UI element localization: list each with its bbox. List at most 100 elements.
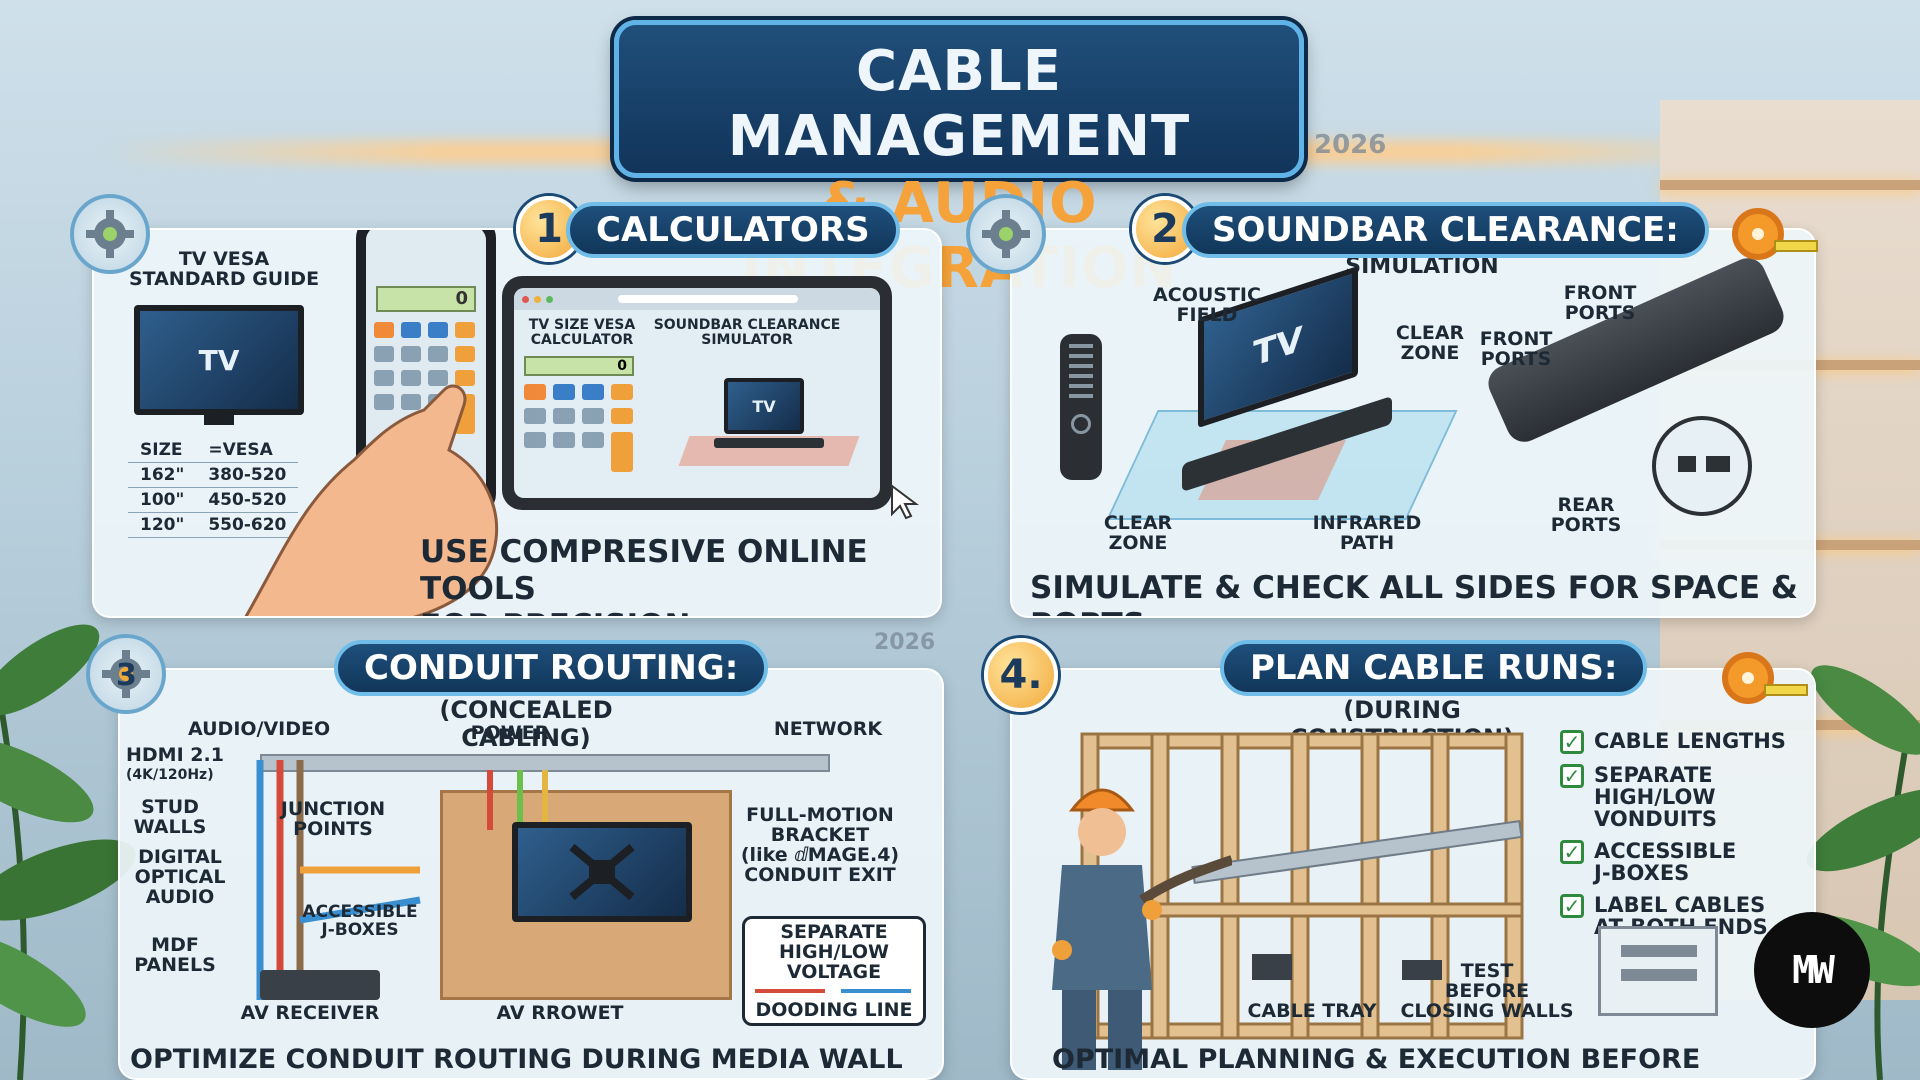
infrared-path-label: INFRARED PATH	[1312, 512, 1422, 554]
panel1-heading: CALCULATORS	[566, 202, 900, 258]
checklist-item-label: SEPARATE HIGH/LOW VONDUITS	[1594, 763, 1718, 832]
panel3-heading: CONDUIT ROUTING:	[334, 640, 769, 696]
checkbox-checked-icon: ✓	[1560, 840, 1584, 865]
checklist-item-label: CABLE LENGTHS	[1594, 729, 1786, 753]
checklist-item: ✓ CABLE LENGTHS	[1560, 729, 1814, 754]
soundbar-sim-tv-label: TV	[1253, 318, 1303, 376]
table-cell: 100"	[128, 487, 197, 513]
table-cell: 162"	[128, 462, 197, 488]
checklist-item: ✓ ACCESSIBLE J-BOXES	[1560, 839, 1814, 886]
remote-control-illustration	[1060, 334, 1102, 480]
stud-walls-label: STUD WALLS	[133, 796, 207, 838]
checklist-item: ✓LABEL CABLES AT BOTH ENDS	[1560, 894, 1814, 938]
separate-voltage-callout: SEPARATE HIGH/LOW VOLTAGE DOODING LINE	[742, 916, 926, 1026]
panel2-heading: SOUNDBAR CLEARANCE:	[1182, 202, 1709, 258]
mdf-panels-label: MDF PANELS	[134, 934, 216, 976]
hdmi-spec-label: (4K/120Hz)	[126, 767, 214, 783]
cable-routing-lines	[256, 760, 548, 1000]
checklist-item-label: ACCESSIBLE J-BOXES	[1594, 839, 1737, 886]
tablet-tv-illustration: TV	[724, 378, 804, 434]
table-header-size: SIZE	[128, 438, 197, 463]
separate-voltage-label: SEPARATE HIGH/LOW VOLTAGE	[779, 921, 889, 983]
checklist-item: ✓ SEPARATE HIGH/LOW VONDUITS	[1560, 763, 1814, 832]
dooding-line-label: DOODING LINE	[755, 999, 913, 1021]
tv-stand	[204, 415, 234, 425]
step-number-badge: 4.	[984, 638, 1058, 712]
cable-tray-label: CABLE TRAY	[1247, 1000, 1377, 1022]
test-before-closing-label: TEST BEFORE CLOSING WALLS	[1400, 960, 1574, 1022]
gear-icon	[70, 194, 150, 274]
power-label: POWER	[470, 722, 550, 744]
hand-pointing-illustration	[244, 384, 499, 616]
tablet-calculator-keypad	[524, 384, 633, 472]
panel1-caption: USE COMPRESIVE ONLINE TOOLS FOR PRECISIO…	[420, 534, 868, 616]
av-receiver-illustration	[260, 970, 380, 1000]
year-mark: 2026	[1314, 130, 1387, 160]
av-grommet-label: AV RROWET	[496, 1002, 624, 1024]
tablet-tool-vesa-title: TV SIZE VESA CALCULATOR	[528, 317, 636, 348]
panel-soundbar-clearance: SIMULATION TV ACOUSTIC FIELD CLEAR ZONE …	[1010, 228, 1816, 618]
clear-zone-label-bottom: CLEAR ZONE	[1103, 512, 1173, 554]
clear-zone-label-top: CLEAR ZONE	[1395, 322, 1465, 364]
table-cell: 450-520	[196, 487, 299, 513]
panel3-caption: OPTIMIZE CONDUIT ROUTING DURING MEDIA WA…	[130, 1044, 903, 1078]
table-row: 120" 550-620	[128, 512, 299, 538]
step-number-badge: 3	[116, 658, 137, 693]
acoustic-field-label: ACOUSTIC FIELD	[1153, 284, 1261, 326]
wall-mounted-tv	[512, 822, 692, 922]
panel4-heading: PLAN CABLE RUNS:	[1220, 640, 1648, 696]
junction-points-label: JUNCTION POINTS	[280, 798, 386, 840]
gear-icon	[86, 634, 166, 714]
bracket-icon	[569, 843, 635, 901]
tape-measure-icon	[1722, 652, 1774, 704]
tv-label: TV	[198, 343, 240, 377]
step-number-badge: 2	[1132, 196, 1198, 262]
construction-worker-illustration	[1052, 788, 1232, 1070]
audio-video-label: AUDIO/VIDEO	[188, 718, 331, 740]
panel2-subtitle: SIMULATION	[1345, 254, 1499, 279]
checkbox-checked-icon: ✓	[1560, 894, 1584, 919]
checkbox-checked-icon: ✓	[1560, 764, 1584, 788]
accessible-jboxes-label: ACCESSIBLE J-BOXES	[302, 902, 418, 940]
table-cell: 550-620	[196, 512, 299, 538]
tape-strip	[1764, 684, 1808, 696]
table-row: 100" 450-520	[128, 487, 299, 513]
vesa-guide-title: TV VESA STANDARD GUIDE	[128, 248, 320, 290]
av-receiver-label: AV RECEIVER	[240, 1002, 380, 1024]
main-title-banner: CABLE MANAGEMENT & AUDIO INTEGRATION	[614, 20, 1304, 301]
panel3-subtitle: (CONCEALED CABLING)	[439, 696, 613, 752]
rear-ports-label: REAR PORTS	[1550, 494, 1622, 536]
cable-runs-checklist: ✓ CABLE LENGTHS ✓ SEPARATE HIGH/LOW VONDUI…	[1560, 729, 1814, 948]
tablet-soundbar-illustration	[714, 438, 824, 448]
title-line-1: CABLE MANAGEMENT	[727, 39, 1191, 169]
table-cell: 120"	[128, 512, 197, 538]
hdmi-label: HDMI 2.1	[126, 744, 224, 766]
checkbox-checked-icon: ✓	[1560, 730, 1584, 754]
front-ports-label-2: FRONT PORTS	[1479, 328, 1553, 370]
panel4-caption: OPTIMAL PLANNING & EXECUTION BEFORE CLOS…	[1052, 1044, 1701, 1078]
network-label: NETWORK	[773, 718, 883, 740]
table-cell: 380-520	[196, 462, 299, 488]
tape-strip	[1774, 240, 1818, 252]
panel-conduit-routing: (CONCEALED CABLING) AUDIO/VIDEO POWER NE…	[118, 668, 944, 1080]
full-motion-bracket-label: FULL-MOTION BRACKET (like ⅆMAGE.4) CONDU…	[740, 804, 900, 886]
junction-box-illustration	[1598, 926, 1718, 1016]
rear-port-closeup	[1652, 416, 1752, 516]
plant-left-illustration	[0, 624, 136, 1080]
gear-icon	[966, 194, 1046, 274]
tablet-browser-bar	[514, 288, 880, 310]
vesa-size-table: SIZE =VESA 162" 380-520 100" 450-520 120…	[128, 438, 299, 538]
tablet-tv-label: TV	[752, 396, 776, 416]
panel2-caption: SIMULATE & CHECK ALL SIDES FOR SPACE & P…	[1030, 570, 1798, 616]
front-ports-label-1: FRONT PORTS	[1563, 282, 1637, 324]
table-header-row: SIZE =VESA	[128, 438, 299, 463]
year-mark: 2026	[874, 630, 936, 655]
cursor-arrow-icon	[891, 484, 919, 520]
panel-plan-cable-runs: (DURING CONSTRUCTION) ✓CABLE LENGTHS ✓SE…	[1010, 668, 1816, 1080]
table-row: 162" 380-520	[128, 462, 299, 488]
tablet-calculator-display: 0	[524, 356, 634, 376]
tablet-illustration: TV SIZE VESA CALCULATOR SOUNDBAR CLEARAN…	[502, 276, 892, 510]
panel-calculators: TV VESA STANDARD GUIDE TV SIZE =VESA 162…	[92, 228, 942, 618]
tablet-tool-soundbar-title: SOUNDBAR CLEARANCE SIMULATOR	[653, 317, 841, 348]
brand-logo: MW	[1754, 912, 1870, 1028]
